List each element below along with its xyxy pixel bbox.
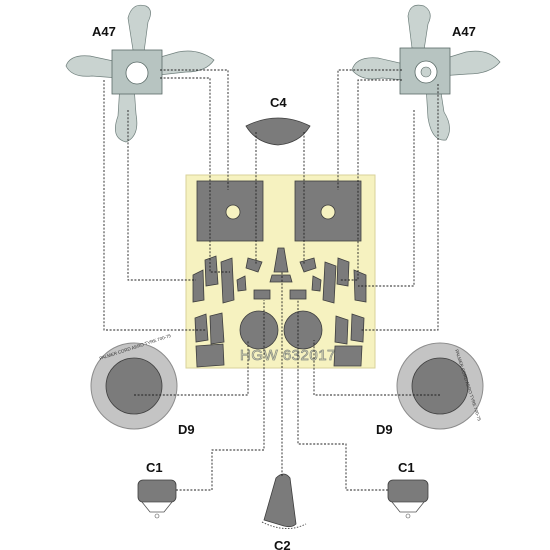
wheel-left: PALMER CORD AERO TYRE 700-75 [90, 333, 178, 430]
canopy-label: C4 [270, 95, 287, 110]
propeller-right [351, 4, 501, 141]
wheel-left-label: D9 [178, 422, 195, 437]
large-mask-right [294, 180, 362, 242]
propeller-left [65, 4, 215, 143]
propeller-left-label: A47 [92, 24, 116, 39]
nav-light-right-label: C1 [398, 460, 415, 475]
wheel-right-label: D9 [376, 422, 393, 437]
window-masks-right [311, 257, 367, 367]
nav-light-left [137, 479, 177, 519]
nav-light-left-label: C1 [146, 460, 163, 475]
center-masks [239, 247, 323, 350]
canopy-mask [245, 117, 311, 146]
tail-piece-mask [263, 473, 297, 528]
tail-piece-label: C2 [274, 538, 291, 550]
sheet-code: HGW 632017 [240, 347, 336, 364]
leader-lines [103, 69, 440, 491]
large-mask-left [196, 180, 264, 242]
propeller-right-label: A47 [452, 24, 476, 39]
nav-light-right [387, 479, 429, 519]
wheel-right: PALMER CORD AERO TYRE 700-75 [396, 342, 484, 430]
window-masks-left [192, 255, 247, 368]
